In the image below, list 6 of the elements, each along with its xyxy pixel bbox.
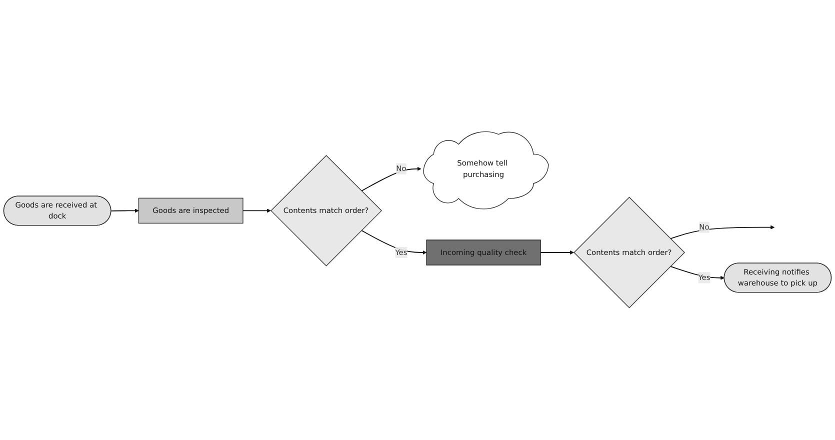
- arrow: [670, 226, 775, 240]
- arrow: [540, 250, 574, 255]
- arrow: [361, 230, 427, 255]
- arrow: [110, 208, 139, 213]
- arrow: [242, 208, 271, 213]
- arrow: [361, 167, 422, 192]
